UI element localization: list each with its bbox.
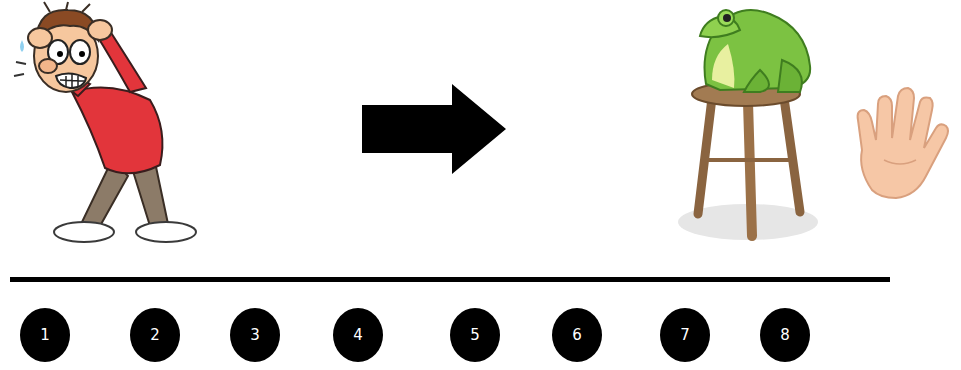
callout-number: 6	[572, 328, 582, 343]
callout-number: 2	[150, 328, 160, 343]
scared-man	[14, 2, 196, 242]
number-circle: 1	[20, 308, 70, 362]
callout-number: 5	[470, 328, 480, 343]
number-circle: 7	[660, 308, 710, 362]
callout-number: 4	[353, 328, 363, 343]
callout-number: 7	[680, 328, 690, 343]
number-circle: 2	[130, 308, 180, 362]
number-circle: 6	[552, 308, 602, 362]
open-hand	[858, 88, 948, 198]
callout-number: 8	[780, 328, 790, 343]
big-arrow	[362, 84, 506, 174]
number-circle: 5	[450, 308, 500, 362]
callout-number: 3	[250, 328, 260, 343]
frog-on-stool	[678, 10, 818, 240]
number-circle: 4	[333, 308, 383, 362]
number-circle: 3	[230, 308, 280, 362]
number-circle: 8	[760, 308, 810, 362]
callout-number: 1	[40, 328, 50, 343]
timeline-bar	[10, 277, 890, 282]
